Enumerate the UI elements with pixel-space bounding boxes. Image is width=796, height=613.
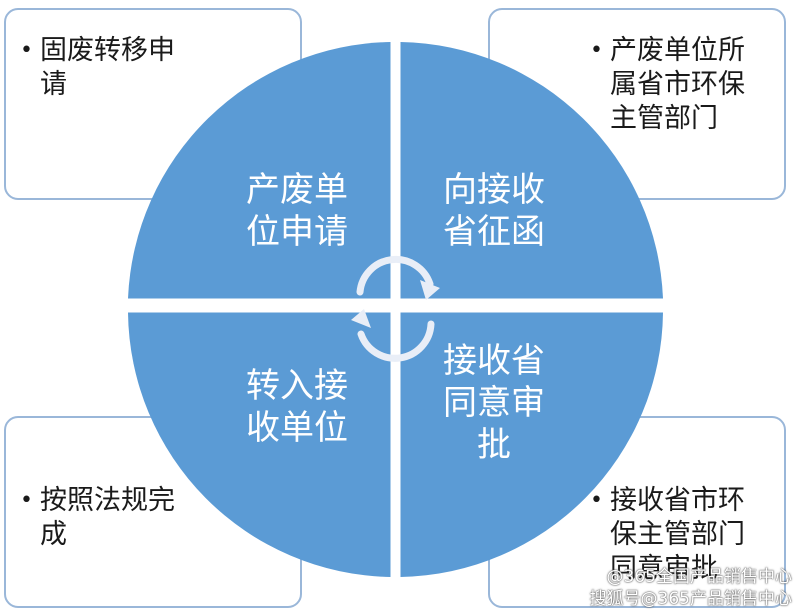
corner-text: 按照法规完 成 (40, 485, 175, 550)
list-item: • 按照法规完 成 (20, 484, 290, 552)
list-item: • 产废单位所 属省市环保 主管部门 (590, 34, 774, 136)
bullet-icon: • (590, 488, 603, 513)
bullet-icon: • (20, 38, 33, 63)
list-item: • 接收省市环 保主管部门 同意审批 (590, 484, 774, 586)
list-item: • 固废转移申 请 (20, 34, 290, 102)
watermark-line-2: 搜狐号@365产品销售中心 (589, 589, 792, 609)
quadrants (128, 42, 663, 577)
quadrant-bottom-right (400, 312, 663, 577)
quadrant-top-left (128, 42, 391, 299)
quadrant-label-transfer: 转入接 收单位 (246, 366, 348, 448)
corner-text: 固废转移申 请 (40, 35, 175, 100)
bullet-icon: • (20, 488, 33, 513)
watermark: @365全国产品销售中心 搜狐号@365产品销售中心 (530, 566, 792, 610)
cycle-circle (128, 42, 663, 577)
quadrant-label-approve: 接收省 同意审 批 (443, 341, 545, 465)
corner-text: 接收省市环 保主管部门 同意审批 (610, 485, 745, 584)
cycle-arrows-icon (356, 255, 435, 362)
arrowheads-icon (351, 280, 440, 328)
quadrant-label-solicit: 向接收 省征函 (443, 170, 545, 252)
corner-text: 产废单位所 属省市环保 主管部门 (610, 35, 745, 134)
bullet-icon: • (590, 38, 603, 63)
quadrant-top-right (400, 42, 663, 299)
watermark-line-1: @365全国产品销售中心 (606, 567, 792, 587)
quadrant-label-apply: 产废单 位申请 (246, 170, 348, 252)
quadrant-bottom-left (128, 312, 391, 577)
